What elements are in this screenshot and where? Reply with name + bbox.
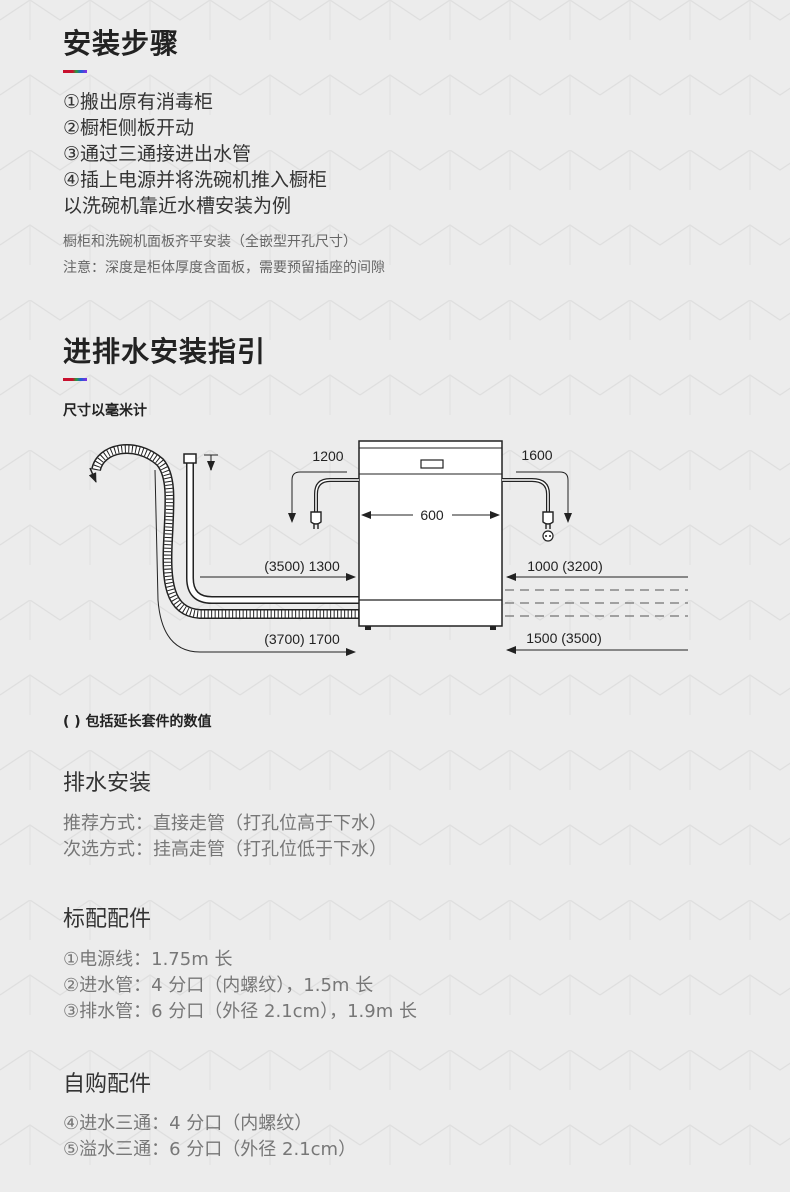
section-title-water-guide: 进排水安装指引 [63, 335, 267, 368]
inlet-connector [183, 453, 197, 464]
plug-left-icon [310, 511, 322, 525]
purchase-line-1: ④进水三通：4 分口（内螺纹） [63, 1113, 313, 1134]
power-cord-right [502, 478, 550, 512]
standard-line-3: ③排水管：6 分口（外径 2.1cm），1.9m 长 [63, 1001, 417, 1022]
title-accent-bar [63, 378, 87, 381]
plug-right-icon [542, 511, 554, 525]
note-depth: 注意：深度是柜体厚度含面板，需要预留插座的间隙 [63, 260, 385, 276]
power-cord-left [314, 478, 359, 512]
step-2: ②橱柜侧板开动 [63, 117, 195, 139]
heading-drain-install: 排水安装 [63, 771, 152, 796]
heading-purchase-accessories: 自购配件 [63, 1072, 152, 1097]
step-1: ①搬出原有消毒柜 [63, 91, 214, 113]
drain-line-2: 次选方式：挂高走管（打孔位低于下水） [63, 839, 387, 860]
drain-hose-arrow [88, 467, 97, 483]
drain-line-1: 推荐方式：直接走管（打孔位高于下水） [63, 813, 387, 834]
step-4: ④插上电源并将洗碗机推入橱柜 [63, 169, 328, 191]
label-left-mid: (3500) 1300 [264, 558, 340, 574]
step-example: 以洗碗机靠近水槽安装为例 [63, 195, 292, 217]
label-right-top: 1600 [521, 447, 552, 463]
heading-standard-accessories: 标配配件 [63, 907, 152, 932]
dishwasher-body [358, 440, 503, 627]
socket-icon [542, 530, 554, 542]
label-right-mid: 1000 (3200) [527, 558, 603, 574]
installation-diagram: 600 1200 1600 (3500) 1300 1000 (3200) (3… [88, 440, 688, 656]
section-title-install-steps: 安装步骤 [63, 27, 180, 60]
label-right-bottom: 1500 (3500) [526, 630, 602, 646]
label-width: 600 [420, 507, 444, 523]
label-left-top: 1200 [312, 448, 343, 464]
title-accent-bar [63, 70, 87, 73]
bracket-note: ( ) 包括延长套件的数值 [63, 714, 212, 730]
step-3: ③通过三通接进出水管 [63, 143, 252, 165]
note-flush-install: 橱柜和洗碗机面板齐平安装（全嵌型开孔尺寸） [63, 234, 357, 250]
unit-note: 尺寸以毫米计 [63, 403, 147, 419]
label-left-bottom: (3700) 1700 [264, 631, 340, 647]
standard-line-1: ①电源线：1.75m 长 [63, 949, 233, 970]
drain-hose [91, 443, 360, 619]
inlet-hose [186, 462, 360, 604]
dishwasher-display [420, 459, 444, 469]
purchase-line-2: ⑤溢水三通：6 分口（外径 2.1cm） [63, 1139, 357, 1160]
standard-line-2: ②进水管：4 分口（内螺纹），1.5m 长 [63, 975, 374, 996]
